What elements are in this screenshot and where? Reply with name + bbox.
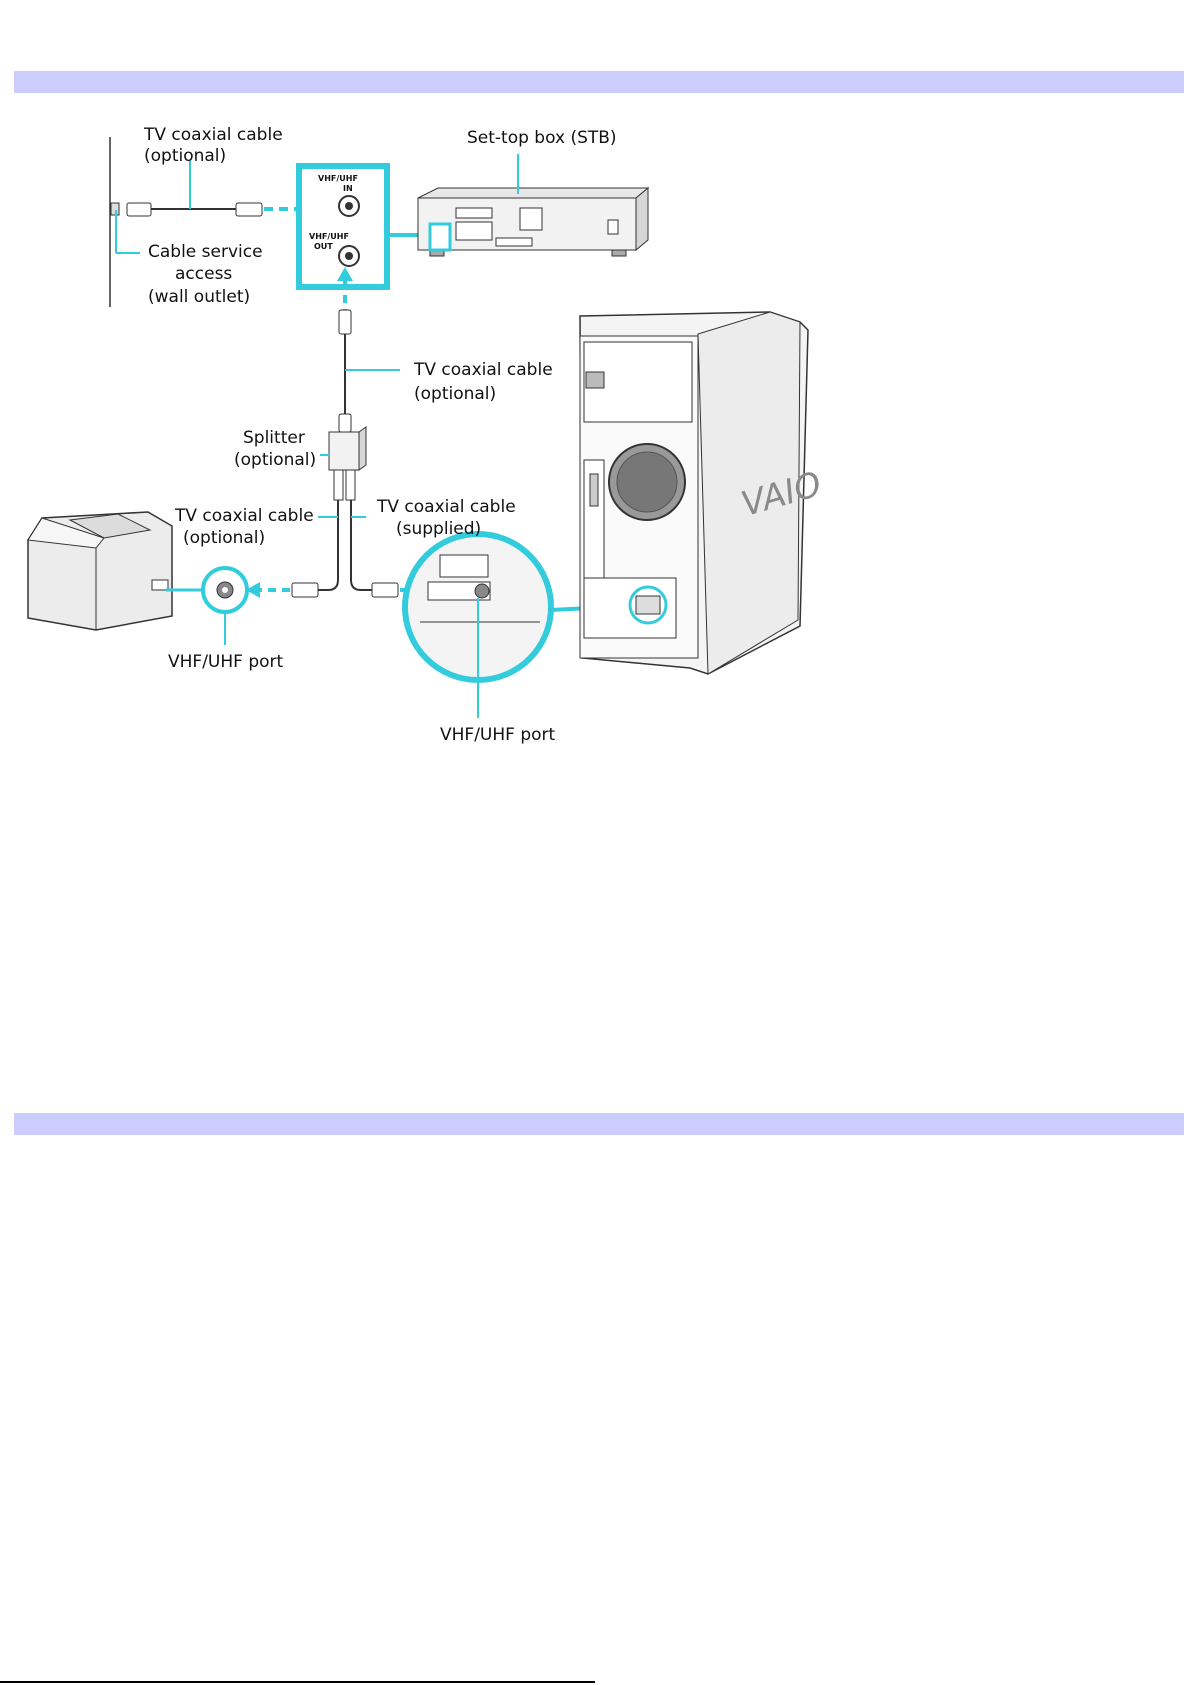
label-tv-coax-mid-2: (optional) (414, 384, 496, 404)
label-splitter-2: (optional) (234, 450, 316, 470)
label-tv-coax-supplied-2: (supplied) (396, 519, 481, 539)
coax-cable-to-pc (351, 500, 372, 590)
label-tv-coax-mid-1: TV coaxial cable (413, 360, 553, 380)
wall-outlet-icon (110, 137, 119, 307)
label-tv-coax-top-2: (optional) (144, 146, 226, 166)
label-stb: Set-top box (STB) (467, 128, 617, 148)
stb-in-label-1: VHF/UHF (318, 174, 358, 183)
footer-rule (0, 1681, 595, 1683)
set-top-box-icon (418, 188, 648, 256)
stb-out-label-1: VHF/UHF (309, 232, 349, 241)
coax-cable-to-tv (318, 500, 338, 590)
coax-connector-icon (475, 584, 489, 598)
label-tv-coax-left-2: (optional) (183, 528, 265, 548)
label-tv-coax-supplied-1: TV coaxial cable (376, 497, 516, 517)
label-tv-coax-top-1: TV coaxial cable (143, 125, 283, 145)
stb-in-label-2: IN (343, 184, 353, 193)
coax-connector-icon (372, 583, 398, 597)
tv-icon (28, 512, 172, 630)
label-tv-coax-left-1: TV coaxial cable (174, 506, 314, 526)
label-splitter-1: Splitter (243, 428, 305, 448)
tv-connection-diagram: VHF/UHF IN VHF/UHF OUT (0, 0, 1191, 1100)
section-header-bar-bottom (14, 1113, 1184, 1135)
label-pc-port: VHF/UHF port (440, 725, 556, 745)
stb-out-label-2: OUT (314, 242, 333, 251)
label-tv-port: VHF/UHF port (168, 652, 284, 672)
coax-cable-top (127, 203, 262, 216)
coax-connector-icon (292, 583, 318, 597)
label-cable-service-2: access (175, 264, 232, 284)
splitter-icon (329, 427, 366, 500)
coax-connector-icon (339, 310, 351, 334)
label-cable-service-3: (wall outlet) (148, 287, 250, 307)
pc-tower-icon: VAIO (580, 312, 826, 674)
label-cable-service-1: Cable service (148, 242, 263, 262)
